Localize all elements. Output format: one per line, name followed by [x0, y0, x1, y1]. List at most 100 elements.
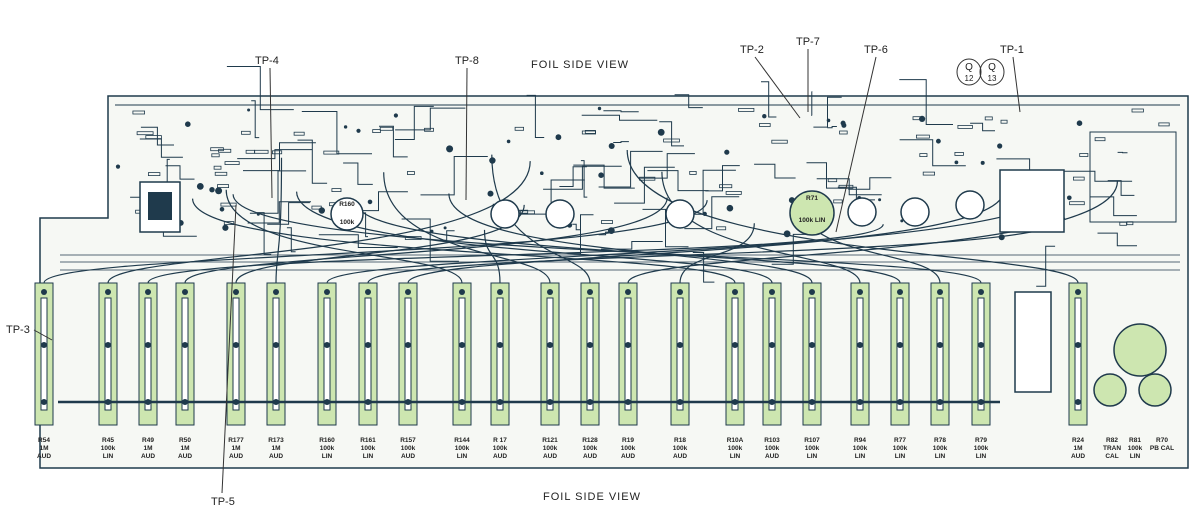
- pot-value: 100k: [493, 445, 508, 452]
- slide-pot-r49: [138, 282, 158, 426]
- slide-pot-r160: [317, 282, 337, 426]
- slide-pot-r121: [540, 282, 560, 426]
- test-point-tp-3: TP-3: [6, 324, 53, 341]
- test-point-tp-5: TP-5: [211, 204, 237, 508]
- pot-ref: R18: [674, 437, 686, 444]
- trimmer-r71-value: 100k LIN: [799, 217, 826, 224]
- pot-value: 100k: [320, 445, 335, 452]
- slide-pot-r161: [358, 282, 378, 426]
- slide-pot-r17: [490, 282, 510, 426]
- pot-taper: AUD: [543, 453, 557, 460]
- corner-mark-q1: Q: [965, 62, 973, 73]
- title-top: FOIL SIDE VIEW: [531, 59, 629, 71]
- pot-ref: R77: [894, 437, 906, 444]
- slide-pot-r45: [98, 282, 118, 426]
- corner-mark: Q Q 12 13: [956, 58, 1005, 86]
- slide-pot-r144: [452, 282, 472, 426]
- pot-taper: LIN: [807, 453, 818, 460]
- cal-line1: TRAN: [1103, 445, 1121, 452]
- tp-2-label: TP-2: [740, 44, 764, 56]
- pot-value: 100k: [361, 445, 376, 452]
- pot-ref: R144: [454, 437, 470, 444]
- tp-6-label: TP-6: [864, 44, 888, 56]
- test-point-tp-2: TP-2: [740, 44, 801, 119]
- pot-taper: LIN: [855, 453, 866, 460]
- cal-line1: 100k: [1128, 445, 1143, 452]
- trimmer-pots: R160 100k R71 100k LIN: [330, 190, 1172, 407]
- pot-value: 100k: [543, 445, 558, 452]
- pot-taper: AUD: [37, 453, 51, 460]
- pot-ref: R103: [764, 437, 780, 444]
- slide-pot-r77: [890, 282, 910, 426]
- pot-ref: R 17: [493, 437, 507, 444]
- pot-taper: LIN: [103, 453, 114, 460]
- pot-value: 1M: [143, 445, 152, 452]
- pot-taper: AUD: [673, 453, 687, 460]
- trimmer-r160-value: 100k: [340, 219, 355, 226]
- pot-taper: LIN: [363, 453, 374, 460]
- slide-pot-r10a: [725, 282, 745, 426]
- pot-ref: R128: [582, 437, 598, 444]
- pot-value: 100k: [101, 445, 116, 452]
- pot-value: 100k: [455, 445, 470, 452]
- pot-value: 100k: [805, 445, 820, 452]
- pot-ref: R19: [622, 437, 634, 444]
- pot-ref: R94: [854, 437, 866, 444]
- pot-value: 100k: [621, 445, 636, 452]
- switch-blocks: [139, 131, 1177, 393]
- pot-taper: AUD: [765, 453, 779, 460]
- pot-taper: AUD: [141, 453, 155, 460]
- pot-taper: AUD: [401, 453, 415, 460]
- pot-ref: R161: [360, 437, 376, 444]
- pcb-outline: [39, 95, 1189, 469]
- pot-ref: R49: [142, 437, 154, 444]
- slide-pot-r24: [1068, 282, 1088, 426]
- tp-7-label: TP-7: [796, 36, 820, 48]
- title-bottom: FOIL SIDE VIEW: [543, 491, 641, 503]
- slide-pot-r50: [175, 282, 195, 426]
- test-point-tp-7: TP-7: [796, 36, 820, 112]
- trimmer-r160: [330, 197, 364, 231]
- pot-ref: R79: [975, 437, 987, 444]
- slide-pot-r107: [802, 282, 822, 426]
- pot-taper: LIN: [730, 453, 741, 460]
- slide-pot-r103: [762, 282, 782, 426]
- pot-value: 100k: [583, 445, 598, 452]
- test-point-tp-1: TP-1: [1000, 44, 1024, 113]
- pot-ref: R78: [934, 437, 946, 444]
- pot-taper: LIN: [322, 453, 333, 460]
- slide-pot-r128: [580, 282, 600, 426]
- test-point-tp-6: TP-6: [835, 44, 888, 233]
- trimmer-r71-ref: R71: [806, 195, 818, 202]
- slide-pot-r18: [670, 282, 690, 426]
- pot-taper: AUD: [583, 453, 597, 460]
- pot-value: 100k: [853, 445, 868, 452]
- pot-taper: AUD: [229, 453, 243, 460]
- pot-ref: R160: [319, 437, 335, 444]
- pot-ref: R24: [1072, 437, 1084, 444]
- test-point-callouts: TP-3 TP-4 TP-5 TP-8 TP-2 TP-7 TP-6 TP-1: [6, 36, 1024, 508]
- tp-5-label: TP-5: [211, 496, 235, 508]
- slide-pot-r157: [398, 282, 418, 426]
- trimmer-r71: [789, 190, 835, 236]
- pot-ref: R121: [542, 437, 558, 444]
- tp-8-label: TP-8: [455, 55, 479, 67]
- pot-ref: R107: [804, 437, 820, 444]
- cal-ref: R81: [1129, 437, 1141, 444]
- pot-value: 100k: [765, 445, 780, 452]
- cal-line2: CAL: [1105, 453, 1118, 460]
